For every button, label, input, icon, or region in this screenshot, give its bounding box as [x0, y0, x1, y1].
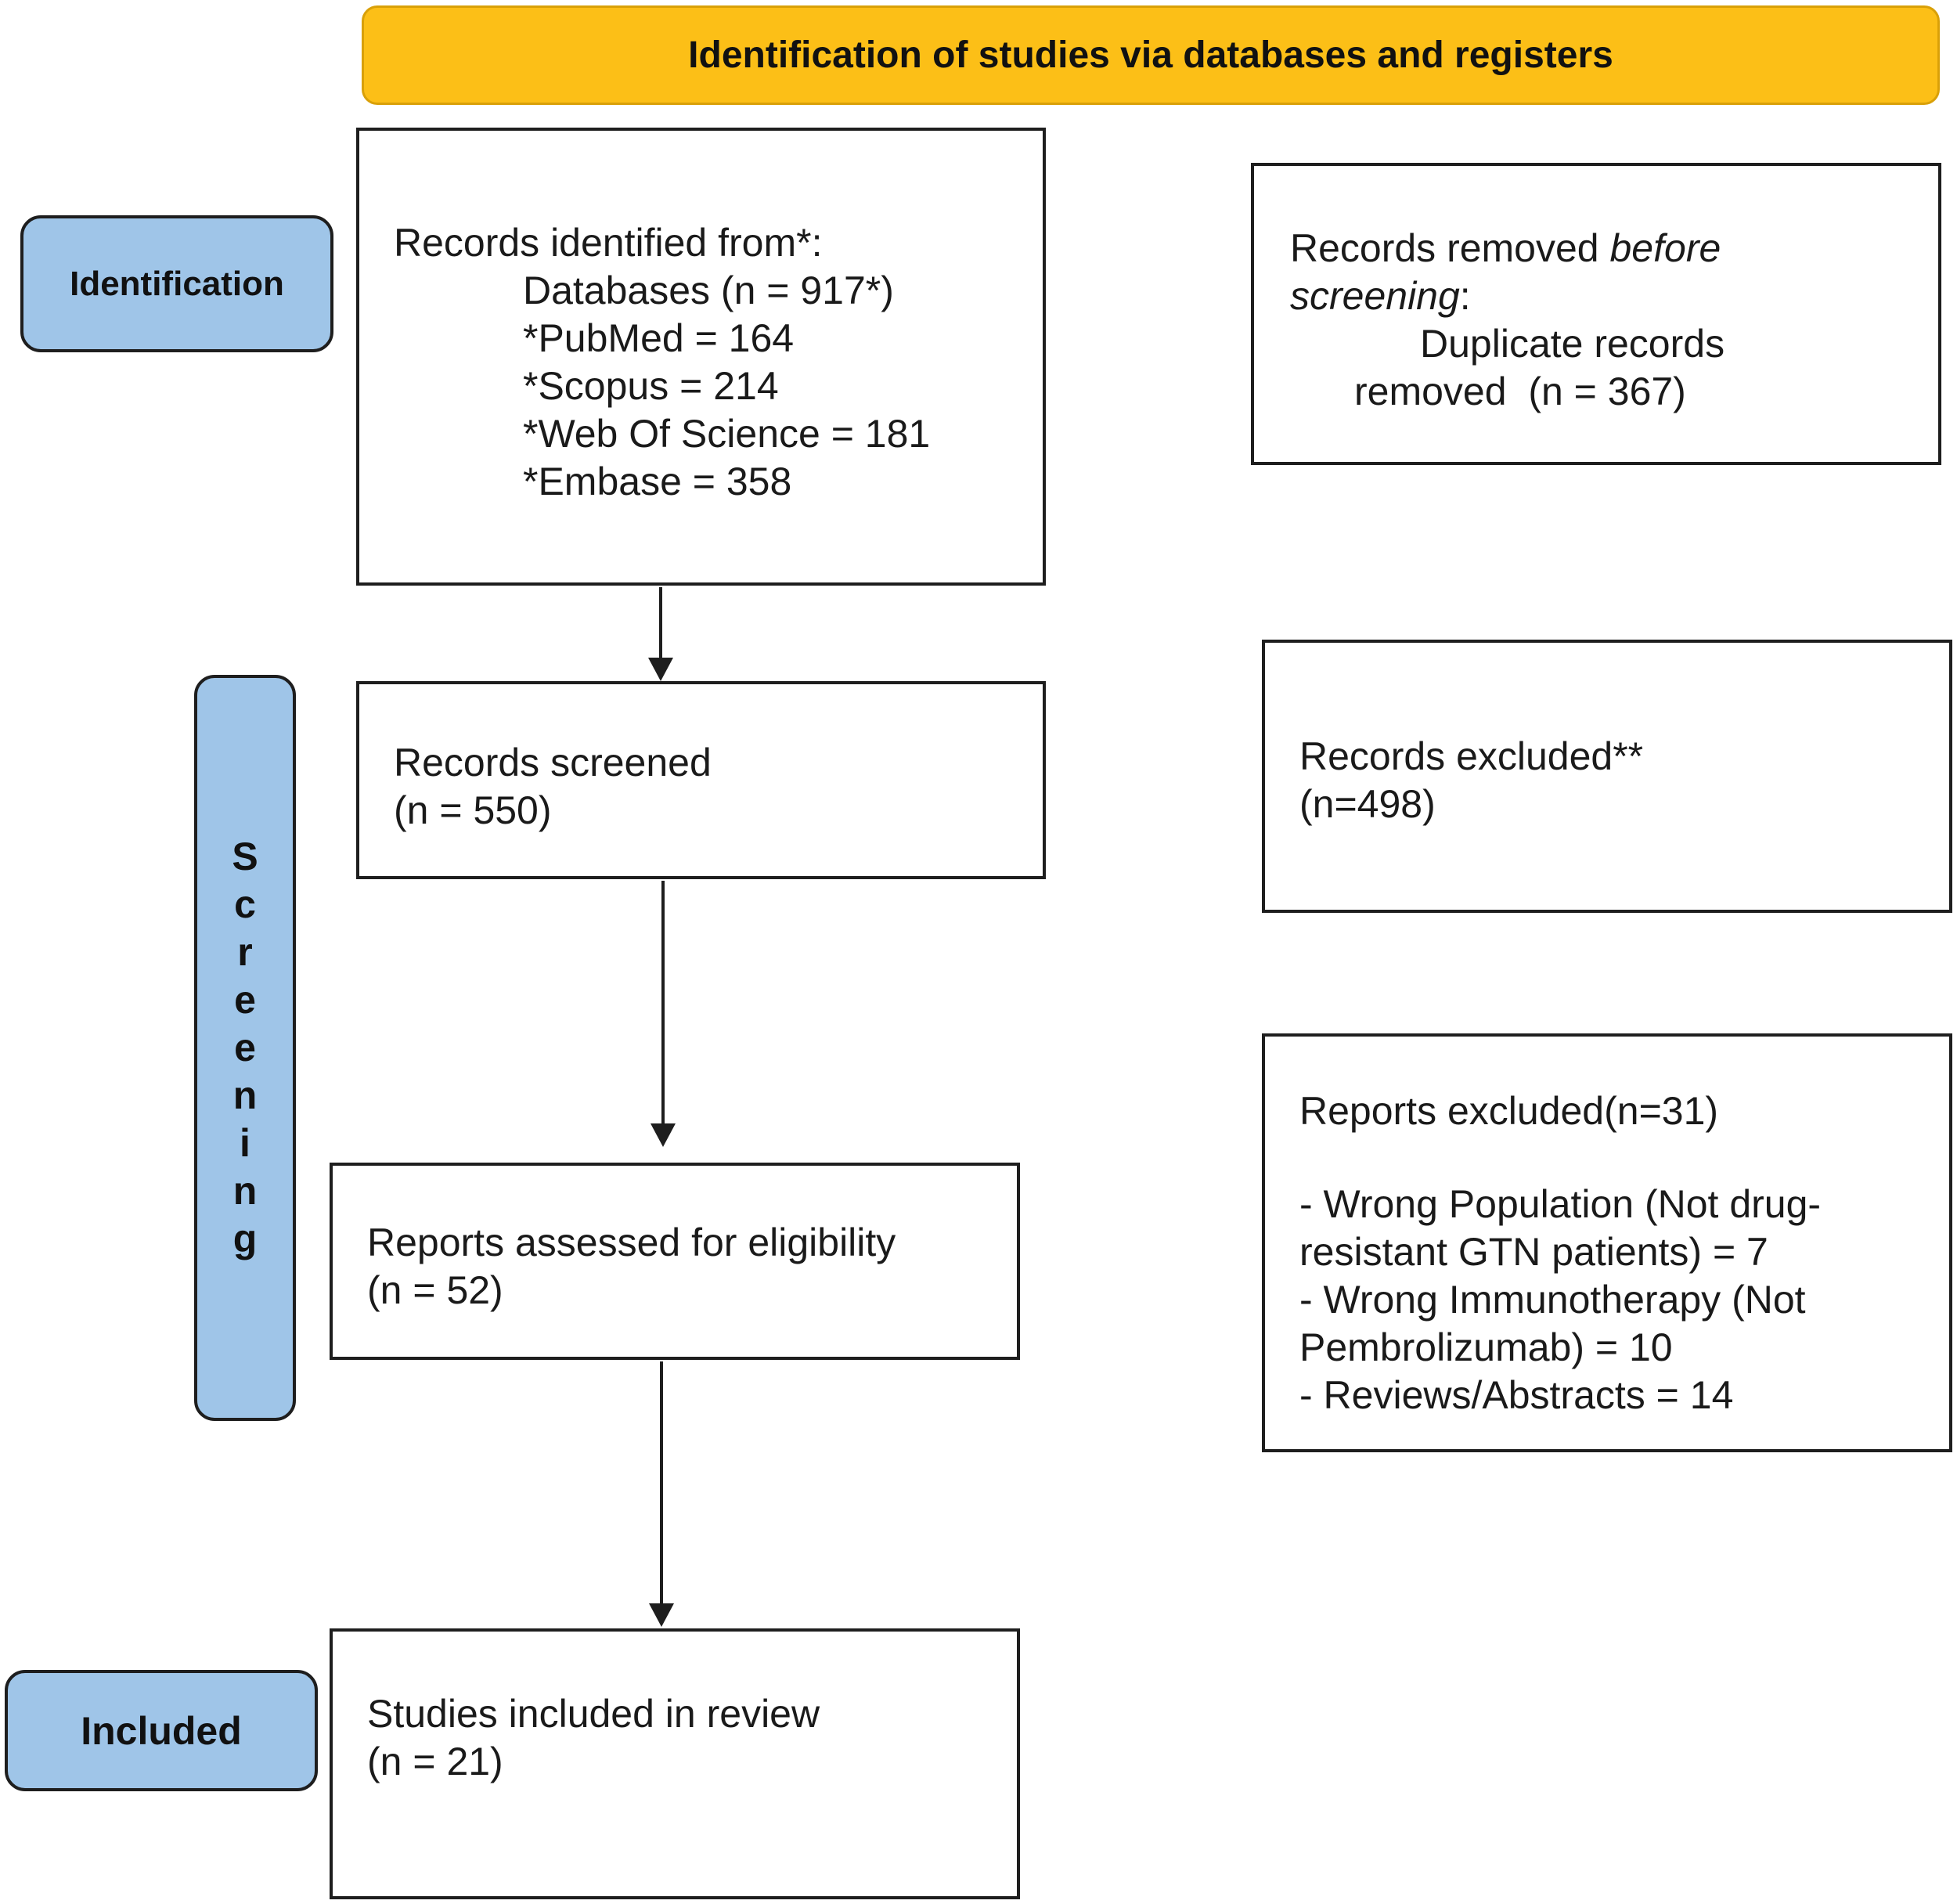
reports-assessed-line2: (n = 52) — [367, 1268, 503, 1312]
records-removed-line3: Duplicate records — [1420, 322, 1725, 366]
stage-identification-label: Identification — [70, 264, 284, 303]
studies-included-line1: Studies included in review — [367, 1692, 820, 1736]
reports-excluded-line: - Wrong Population (Not drug- — [1299, 1182, 1822, 1226]
reports-excluded-box: Reports excluded(n=31) - Wrong Populatio… — [1262, 1033, 1952, 1452]
reports-excluded-line: - Wrong Immunotherapy (Not — [1299, 1278, 1806, 1322]
records-identified-line: *Scopus = 214 — [523, 364, 779, 408]
stage-identification: Identification — [20, 215, 333, 352]
records-removed-line2: screening: — [1290, 272, 1938, 320]
records-excluded-box: Records excluded** (n=498) — [1262, 640, 1952, 913]
stage-screening-letter: n — [232, 1073, 258, 1117]
records-removed-italic-screening: screening — [1290, 274, 1460, 318]
studies-included-box: Studies included in review (n = 21) — [330, 1628, 1020, 1899]
records-screened-line1: Records screened — [394, 741, 712, 784]
stage-screening-letter: g — [232, 1217, 258, 1260]
header-banner: Identification of studies via databases … — [362, 5, 1940, 105]
records-excluded-line1: Records excluded** — [1299, 734, 1644, 778]
records-identified-box: Records identified from*: Databases (n =… — [356, 128, 1046, 586]
arrowhead-identified-to-screened — [648, 658, 673, 681]
records-identified-heading: Records identified from*: — [394, 221, 823, 265]
records-identified-line: *Web Of Science = 181 — [523, 412, 931, 456]
records-removed-line4: removed (n = 367) — [1354, 370, 1686, 413]
reports-excluded-line: Pembrolizumab) = 10 — [1299, 1325, 1673, 1369]
header-title: Identification of studies via databases … — [688, 34, 1613, 76]
records-removed-line1: Records removed before — [1290, 225, 1938, 272]
records-removed-italic-before: before — [1609, 226, 1721, 270]
records-screened-line2: (n = 550) — [394, 788, 552, 832]
studies-included-line2: (n = 21) — [367, 1740, 503, 1783]
records-removed-prefix: Records removed — [1290, 226, 1610, 270]
arrowhead-screened-to-assessed — [651, 1123, 676, 1147]
reports-excluded-line: resistant GTN patients) = 7 — [1299, 1230, 1768, 1274]
stage-screening-letter: i — [240, 1121, 250, 1165]
stage-screening-letter: e — [234, 1026, 256, 1069]
reports-excluded-line: - Reviews/Abstracts = 14 — [1299, 1373, 1734, 1417]
records-screened-box: Records screened (n = 550) — [356, 681, 1046, 879]
records-identified-line: Databases (n = 917*) — [523, 269, 894, 312]
records-identified-line: *PubMed = 164 — [523, 316, 795, 360]
stage-included-label: Included — [81, 1708, 242, 1753]
records-identified-line: *Embase = 358 — [523, 460, 792, 503]
reports-assessed-line1: Reports assessed for eligibility — [367, 1221, 896, 1264]
stage-screening-letter: S — [232, 835, 258, 878]
stage-screening-letter: r — [237, 930, 253, 974]
records-excluded-line2: (n=498) — [1299, 782, 1436, 826]
records-removed-box: Records removed before screening: Duplic… — [1251, 163, 1941, 465]
stage-screening-letter: c — [234, 882, 256, 926]
arrowhead-assessed-to-included — [649, 1603, 674, 1627]
stage-screening-letter: n — [232, 1169, 258, 1213]
reports-excluded-heading: Reports excluded(n=31) — [1299, 1089, 1719, 1133]
stage-screening-letter: e — [234, 978, 256, 1022]
stage-included: Included — [5, 1670, 318, 1791]
reports-assessed-box: Reports assessed for eligibility (n = 52… — [330, 1163, 1020, 1360]
records-removed-suffix: : — [1459, 274, 1471, 318]
